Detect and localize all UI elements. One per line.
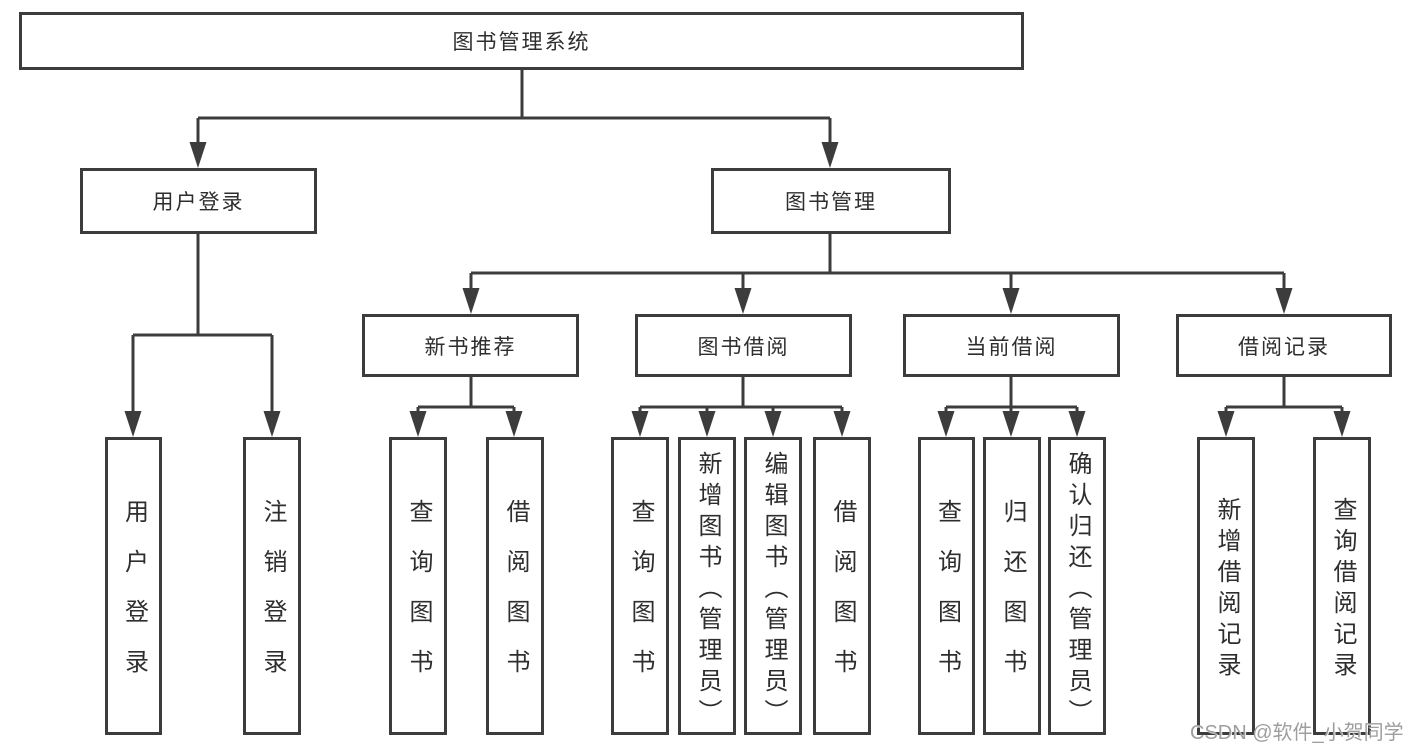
leaf-query-borrow-record: 查询借阅记录: [1313, 437, 1371, 735]
arrowhead: [462, 288, 480, 314]
leaf-add-borrow-record-label: 新增借阅记录: [1213, 497, 1240, 683]
leaf-add-books-admin: 新增图书（管理员）: [678, 437, 736, 735]
arrowhead: [1002, 288, 1020, 314]
node-book-management: 图书管理: [711, 168, 951, 234]
connector-newbook-to-leaves: [416, 377, 516, 415]
connector-current-to-leaves: [944, 377, 1079, 415]
node-new-book-recommend-label: 新书推荐: [424, 335, 517, 359]
leaf-query-books-2: 查询图书: [611, 437, 669, 735]
leaf-return-books-label: 归还图书: [999, 499, 1026, 699]
node-borrow-records: 借阅记录: [1176, 314, 1392, 377]
arrowhead: [764, 411, 782, 437]
node-root: 图书管理系统: [19, 12, 1024, 70]
node-current-borrow-label: 当前借阅: [965, 335, 1058, 359]
leaf-borrow-books-2-label: 借阅图书: [829, 499, 856, 699]
connector-userlogin-to-leaves: [131, 234, 274, 415]
node-new-book-recommend: 新书推荐: [362, 314, 579, 377]
arrowhead: [698, 411, 716, 437]
arrowhead: [833, 411, 851, 437]
arrowhead: [263, 411, 281, 437]
connector-records-to-leaves: [1224, 377, 1344, 415]
leaf-return-books: 归还图书: [983, 437, 1041, 735]
arrowhead: [1068, 411, 1086, 437]
leaf-add-books-admin-label: 新增图书（管理员）: [694, 450, 721, 730]
node-user-login-label: 用户登录: [152, 191, 245, 214]
node-borrow-records-label: 借阅记录: [1238, 335, 1330, 359]
leaf-edit-books-admin-label: 编辑图书（管理员）: [760, 450, 787, 730]
node-user-login: 用户登录: [80, 168, 317, 234]
leaf-query-borrow-record-label: 查询借阅记录: [1329, 497, 1356, 683]
leaf-confirm-return-admin-label: 确认归还（管理员）: [1064, 450, 1091, 730]
leaf-borrow-books-2: 借阅图书: [813, 437, 871, 735]
arrowhead: [821, 142, 839, 168]
connector-root-to-level2: [196, 70, 832, 146]
arrowhead: [1333, 411, 1351, 437]
leaf-confirm-return-admin: 确认归还（管理员）: [1048, 437, 1106, 735]
connector-bookmgmt-to-level3: [469, 234, 1286, 292]
node-book-borrow-label: 图书借阅: [697, 335, 790, 359]
leaf-logout: 注销登录: [243, 437, 301, 735]
node-current-borrow: 当前借阅: [903, 314, 1120, 377]
leaf-query-books-3: 查询图书: [918, 437, 975, 735]
arrowhead: [1217, 411, 1235, 437]
arrowhead: [409, 411, 427, 437]
leaf-borrow-books-1: 借阅图书: [486, 437, 544, 735]
arrowhead: [937, 411, 955, 437]
leaf-query-books-3-label: 查询图书: [933, 499, 961, 699]
leaf-query-books-2-label: 查询图书: [627, 499, 654, 699]
leaf-logout-label: 注销登录: [259, 499, 286, 699]
node-book-borrow: 图书借阅: [635, 314, 852, 377]
leaf-user-login: 用户登录: [105, 437, 162, 735]
arrowhead: [505, 411, 523, 437]
leaf-query-books-1: 查询图书: [389, 437, 447, 735]
node-root-label: 图书管理系统: [452, 31, 591, 54]
node-book-management-label: 图书管理: [785, 191, 877, 214]
leaf-add-borrow-record: 新增借阅记录: [1197, 437, 1255, 735]
leaf-user-login-label: 用户登录: [120, 499, 148, 699]
arrowhead: [1002, 411, 1020, 437]
arrowhead: [1275, 288, 1293, 314]
leaf-borrow-books-1-label: 借阅图书: [502, 499, 529, 699]
csdn-watermark: CSDN @软件_小贺同学: [1190, 722, 1404, 744]
arrowhead: [124, 411, 142, 437]
arrowhead: [631, 411, 649, 437]
arrowhead: [189, 142, 207, 168]
arrowhead: [734, 288, 752, 314]
leaf-edit-books-admin: 编辑图书（管理员）: [744, 437, 802, 735]
connector-borrow-to-leaves: [638, 377, 844, 415]
leaf-query-books-1-label: 查询图书: [405, 499, 432, 699]
